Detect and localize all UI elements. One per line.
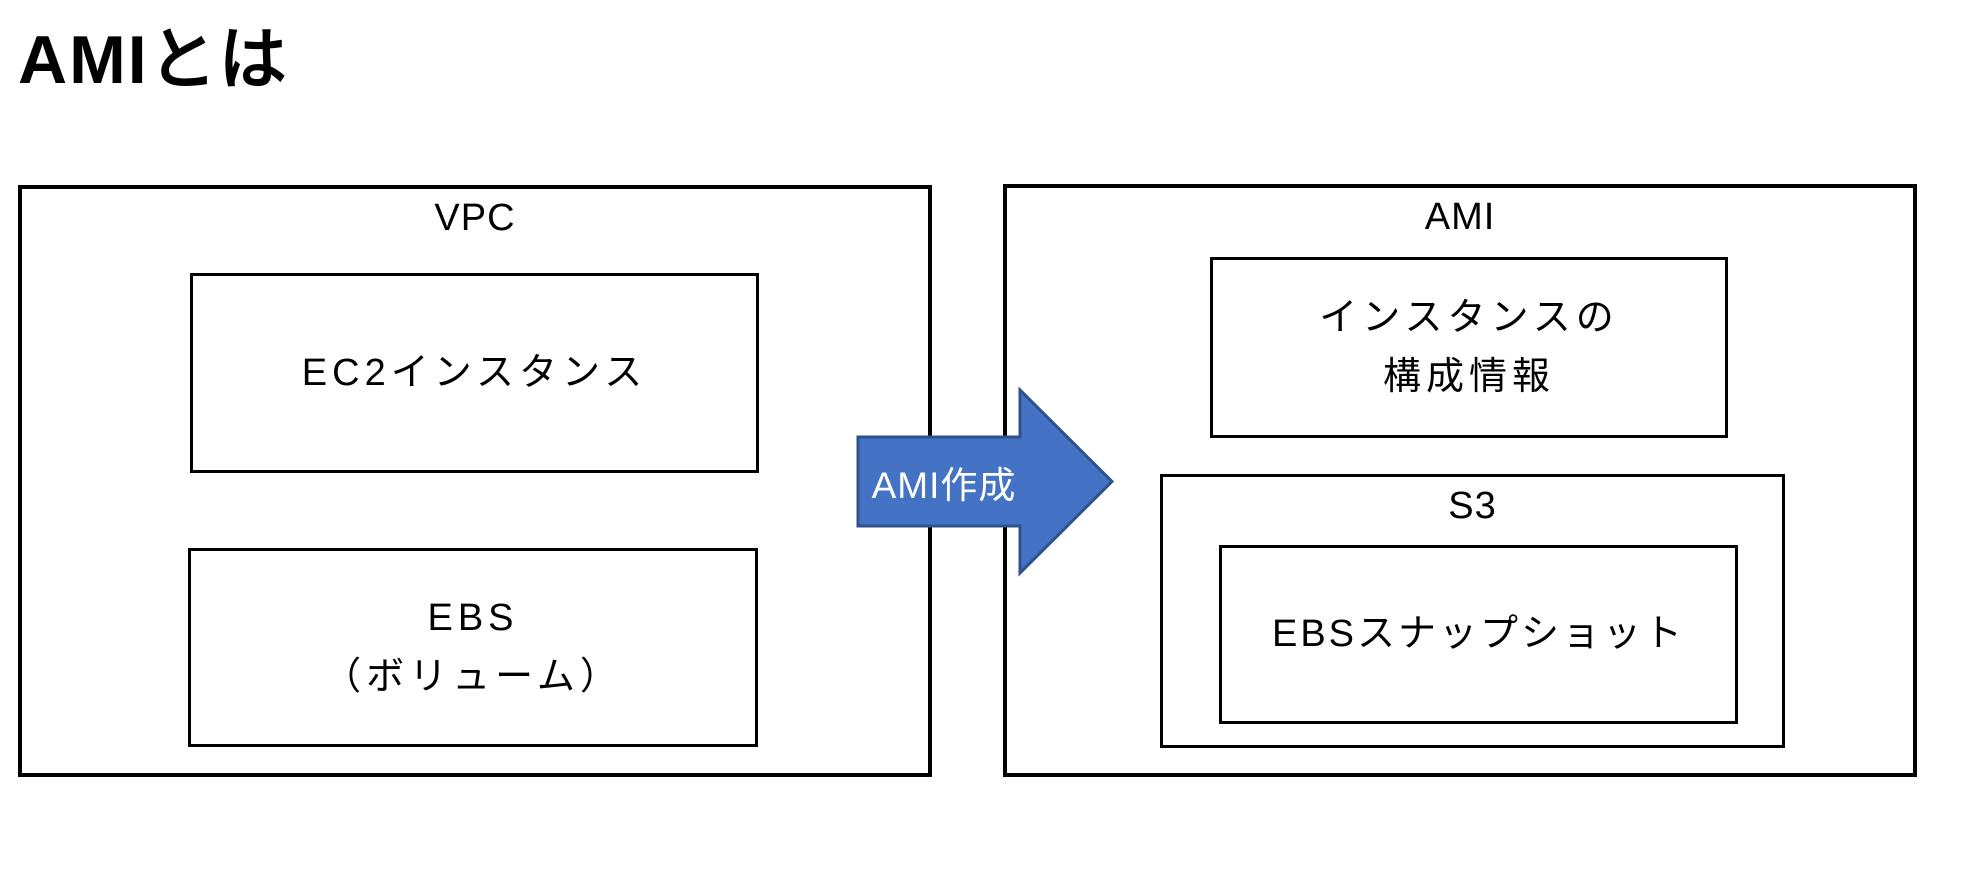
ec2-instance-box: EC2インスタンス bbox=[190, 273, 759, 473]
ebs-snapshot-box: EBSスナップショット bbox=[1219, 545, 1738, 724]
ami-group-label: AMI bbox=[1424, 196, 1496, 238]
page-title: AMIとは bbox=[18, 22, 289, 98]
ebs-volume-label-line2: （ボリューム） bbox=[323, 655, 623, 698]
ec2-instance-label: EC2インスタンス bbox=[193, 276, 756, 470]
ebs-snapshot-label: EBSスナップショット bbox=[1222, 548, 1735, 721]
instance-config-label-line1: インスタンスの bbox=[1319, 296, 1619, 339]
ebs-volume-label-line1: EBS bbox=[427, 596, 519, 639]
ebs-volume-box: EBS （ボリューム） bbox=[188, 548, 758, 747]
ebs-snapshot-label-text: EBSスナップショット bbox=[1271, 613, 1686, 656]
instance-config-label-line2: 構成情報 bbox=[1382, 355, 1555, 398]
s3-group-label: S3 bbox=[1448, 485, 1497, 527]
instance-config-label: インスタンスの 構成情報 bbox=[1213, 260, 1725, 435]
ebs-volume-label: EBS （ボリューム） bbox=[191, 551, 755, 744]
instance-config-box: インスタンスの 構成情報 bbox=[1210, 257, 1728, 438]
vpc-group-label: VPC bbox=[434, 197, 516, 239]
ec2-instance-label-text: EC2インスタンス bbox=[301, 351, 648, 394]
